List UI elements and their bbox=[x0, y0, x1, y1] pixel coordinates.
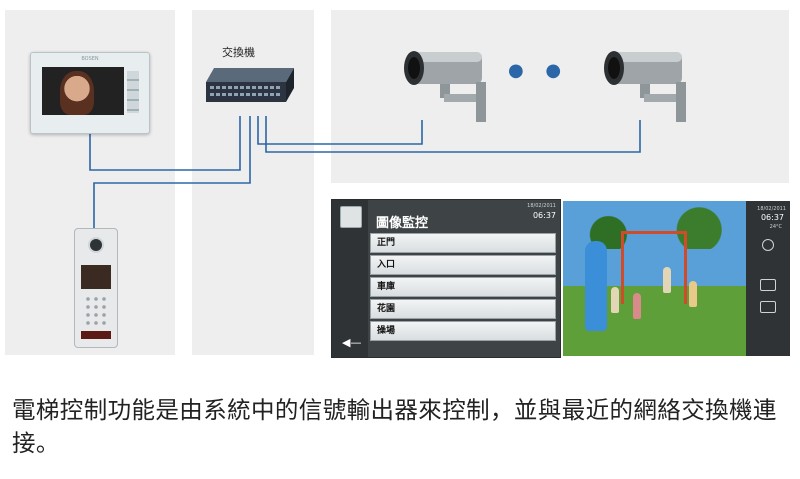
wire-door-station bbox=[93, 116, 251, 228]
camera-list-item-garage[interactable]: 車庫 bbox=[370, 277, 556, 297]
back-arrow-icon[interactable]: ◀— bbox=[342, 336, 362, 349]
camera-panel bbox=[331, 10, 789, 183]
door-station bbox=[74, 228, 118, 348]
child-figure bbox=[611, 287, 619, 313]
camera-list-item-playground[interactable]: 操場 bbox=[370, 321, 556, 341]
camera-list: 正門 入口 車庫 花園 操場 bbox=[370, 233, 556, 343]
switch-label: 交換機 bbox=[222, 46, 255, 59]
menu-time: 06:37 bbox=[532, 211, 556, 220]
playground-tower bbox=[621, 231, 687, 304]
network-switch-icon bbox=[206, 68, 294, 102]
camera-list-item-main-gate[interactable]: 正門 bbox=[370, 233, 556, 253]
live-camera-view: 18/02/2011 06:37 24°C bbox=[563, 201, 790, 356]
camera-list-item-entrance[interactable]: 入口 bbox=[370, 255, 556, 275]
child-figure bbox=[633, 293, 641, 319]
snapshot-icon[interactable] bbox=[760, 301, 776, 313]
wire-camera-2 bbox=[265, 116, 641, 153]
playground-slide bbox=[585, 241, 607, 331]
live-view-date: 18/02/2011 bbox=[757, 206, 786, 212]
settings-icon[interactable] bbox=[760, 279, 776, 291]
ellipsis-dots: ● ● bbox=[508, 60, 570, 81]
menu-title: 圖像監控 bbox=[376, 216, 429, 231]
camera-menu-icon bbox=[340, 206, 362, 228]
record-icon[interactable] bbox=[762, 239, 774, 251]
menu-date: 18/02/2011 bbox=[527, 203, 556, 209]
visitor-face-image bbox=[60, 71, 94, 115]
keypad-icon bbox=[84, 295, 108, 325]
monitoring-menu-screen: 圖像監控 18/02/2011 06:37 正門 入口 車庫 花園 操場 ◀— bbox=[331, 199, 561, 358]
child-figure bbox=[689, 281, 697, 307]
monitor-screen bbox=[42, 67, 124, 115]
live-view-temperature: 24°C bbox=[769, 224, 782, 230]
wire-camera-1 bbox=[257, 116, 423, 145]
live-view-sidebar: 18/02/2011 06:37 24°C bbox=[746, 201, 790, 356]
child-figure bbox=[663, 267, 671, 293]
monitor-brand: BOSEN bbox=[81, 56, 99, 62]
wire-monitor bbox=[89, 116, 241, 171]
monitor-side-buttons bbox=[127, 71, 139, 113]
door-station-screen bbox=[81, 265, 111, 289]
camera-list-item-garden[interactable]: 花園 bbox=[370, 299, 556, 319]
security-camera-1 bbox=[404, 51, 486, 122]
card-reader bbox=[81, 331, 111, 339]
caption-text: 電梯控制功能是由系統中的信號輸出器來控制，並與最近的網絡交換機連接。 bbox=[12, 396, 777, 457]
door-camera-icon bbox=[90, 239, 102, 251]
security-camera-2 bbox=[604, 51, 686, 122]
live-view-time: 06:37 bbox=[760, 213, 784, 222]
indoor-video-monitor: BOSEN bbox=[30, 52, 150, 134]
